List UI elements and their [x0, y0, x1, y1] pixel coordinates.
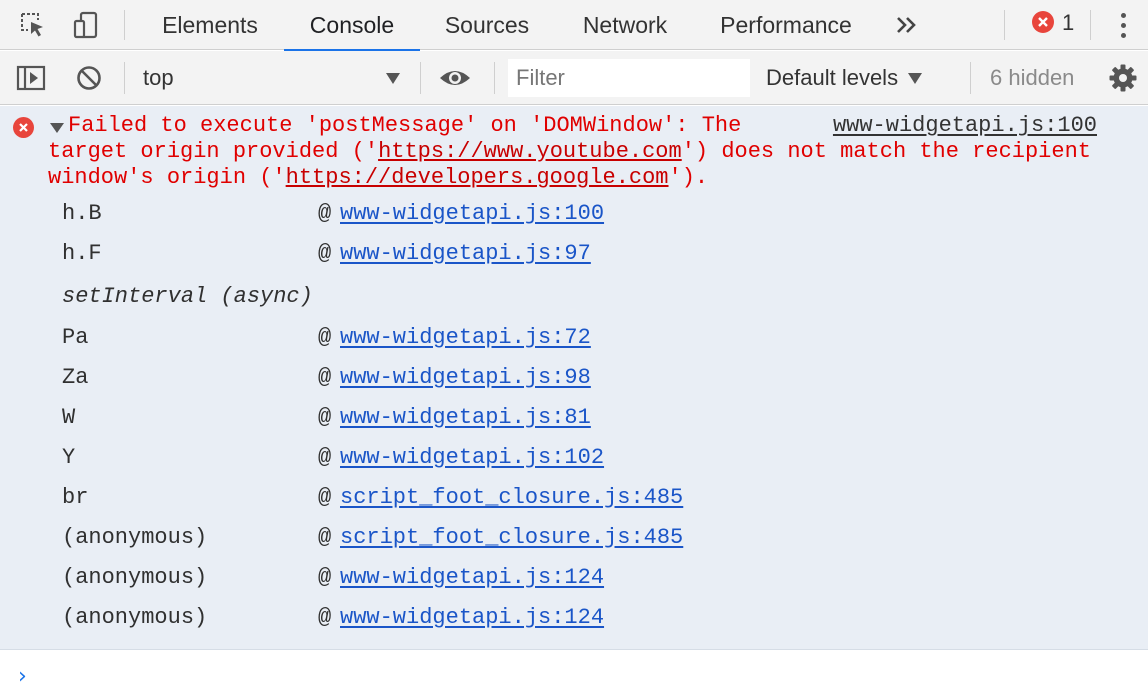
stack-frame-source-link[interactable]: www-widgetapi.js:98: [340, 364, 591, 390]
console-filter-input[interactable]: [508, 59, 750, 97]
double-chevron-right-icon[interactable]: [892, 9, 922, 41]
console-error-message: Failed to execute 'postMessage' on 'DOMW…: [0, 106, 1148, 650]
console-toolbar: top Default levels 6 hidden: [0, 51, 1148, 105]
stack-frame-source-link[interactable]: www-widgetapi.js:124: [340, 604, 605, 630]
stack-frame-source-link[interactable]: www-widgetapi.js:97: [340, 240, 591, 266]
stack-frame-source-link[interactable]: script_foot_closure.js:485: [340, 524, 684, 550]
stack-frame-source-link[interactable]: www-widgetapi.js:124: [340, 564, 605, 590]
error-message-line: target origin provided ('https://www.you…: [48, 139, 1091, 165]
dropdown-caret-icon: [386, 73, 400, 84]
inspect-element-icon[interactable]: [16, 8, 50, 42]
stack-frame-at: @: [318, 604, 332, 630]
stack-frame-at: @: [318, 200, 332, 226]
console-prompt-chevron-icon[interactable]: ›: [18, 664, 27, 689]
tab-performance[interactable]: Performance: [720, 11, 852, 38]
tab-elements[interactable]: Elements: [162, 11, 258, 38]
execution-context-select[interactable]: top: [132, 59, 408, 97]
stack-frame-function: h.F: [62, 240, 102, 266]
stack-frame-function: Za: [62, 364, 89, 390]
stack-frame-function: W: [62, 404, 76, 430]
stack-frame-function: br: [62, 484, 89, 510]
error-count-icon[interactable]: [1032, 11, 1054, 33]
error-circle-icon: [13, 117, 34, 138]
tab-sources[interactable]: Sources: [444, 11, 530, 38]
stack-frame-source-link[interactable]: script_foot_closure.js:485: [340, 484, 684, 510]
stack-frame-at: @: [318, 484, 332, 510]
stack-frame-at: @: [318, 364, 332, 390]
toolbar-separator: [420, 62, 421, 94]
tab-separator: [124, 10, 125, 40]
console-output: Failed to execute 'postMessage' on 'DOMW…: [0, 106, 1148, 690]
toolbar-separator: [970, 62, 971, 94]
expand-triangle-icon[interactable]: [50, 123, 64, 133]
log-levels-dropdown[interactable]: Default levels: [766, 59, 923, 97]
stack-frame-function: (anonymous): [62, 564, 208, 590]
stack-frame-at: @: [318, 444, 332, 470]
stack-frame-at: @: [318, 564, 332, 590]
stack-frame-function: Y: [62, 444, 76, 470]
stack-frame-source-link[interactable]: www-widgetapi.js:102: [340, 444, 605, 470]
stack-frame-source-link[interactable]: www-widgetapi.js:81: [340, 404, 591, 430]
error-source-link[interactable]: www-widgetapi.js:100: [832, 113, 1097, 138]
stack-frame-source-link[interactable]: www-widgetapi.js:72: [340, 324, 591, 350]
hidden-messages-count: 6 hidden: [990, 65, 1075, 90]
execution-context-value: top: [143, 65, 174, 90]
tab-separator: [1004, 10, 1005, 40]
stack-frame-at: @: [318, 324, 332, 350]
stack-frame-at: @: [318, 524, 332, 550]
error-message-line: Failed to execute 'postMessage' on 'DOMW…: [68, 113, 742, 138]
target-origin-url[interactable]: https://www.youtube.com: [378, 139, 682, 164]
live-expression-eye-icon[interactable]: [438, 61, 472, 95]
devtools-tab-bar: Elements Console Sources Network Perform…: [0, 0, 1148, 51]
tab-console[interactable]: Console: [284, 0, 420, 51]
stack-frame-function: Pa: [62, 324, 89, 350]
stack-frame-at: @: [318, 240, 332, 266]
async-boundary-label: setInterval (async): [62, 284, 313, 309]
stack-frame-function: (anonymous): [62, 604, 208, 630]
stack-frame-function: h.B: [62, 200, 102, 226]
toolbar-separator: [494, 62, 495, 94]
log-levels-label: Default levels: [766, 65, 899, 90]
message-text: target origin provided (': [48, 139, 379, 164]
stack-frame-at: @: [318, 404, 332, 430]
toolbar-separator: [124, 62, 125, 94]
device-toolbar-icon[interactable]: [70, 8, 104, 42]
error-message-text: Failed to execute 'postMessage' on 'DOMW…: [48, 113, 1118, 243]
tab-separator: [1090, 10, 1091, 40]
clear-console-icon[interactable]: [72, 61, 106, 95]
recipient-origin-url[interactable]: https://developers.google.com: [285, 165, 669, 190]
message-text: ').: [668, 165, 709, 190]
message-text: ') does not match the recipient: [681, 139, 1091, 164]
error-count-label[interactable]: 1: [1062, 10, 1075, 35]
message-text: window's origin (': [48, 165, 286, 190]
console-settings-gear-icon[interactable]: [1106, 61, 1140, 95]
show-console-sidebar-icon[interactable]: [14, 61, 48, 95]
tab-network[interactable]: Network: [582, 11, 668, 38]
stack-frame-function: (anonymous): [62, 524, 208, 550]
stack-frame-source-link[interactable]: www-widgetapi.js:100: [340, 200, 605, 226]
error-message-line: window's origin ('https://developers.goo…: [48, 165, 708, 191]
more-options-icon[interactable]: [1110, 9, 1136, 41]
dropdown-caret-icon: [908, 72, 923, 84]
